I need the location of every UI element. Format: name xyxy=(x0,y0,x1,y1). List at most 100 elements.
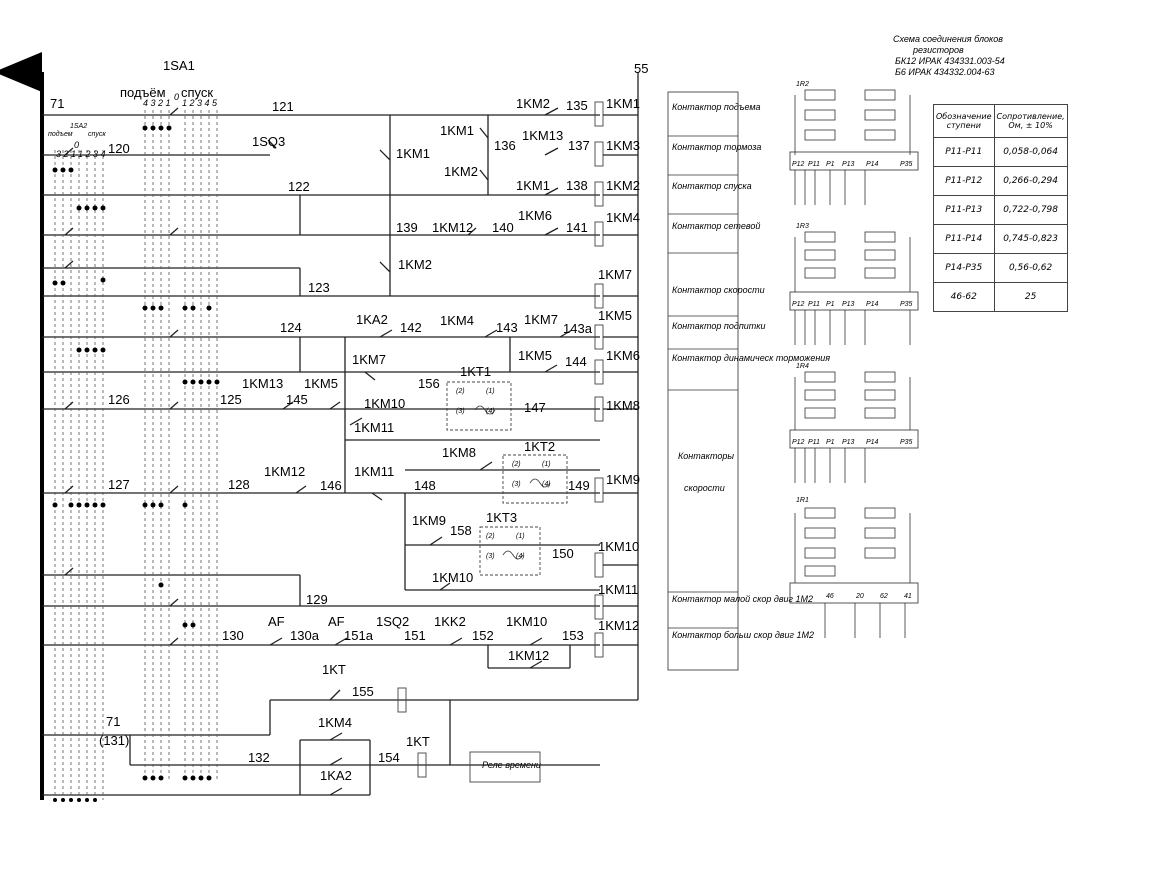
timer-terminal-labels: (2) (1) (3) (4) (2) (1) (3) (4) (2) (1) … xyxy=(456,388,551,560)
selector-dots xyxy=(52,125,220,802)
table-header-row: Обозначение ступени Сопротивление, Ом, ±… xyxy=(933,104,1068,138)
label-1km1-c2: 1KM1 xyxy=(440,123,474,138)
svg-text:46: 46 xyxy=(826,593,834,600)
node-151: 151 xyxy=(404,628,426,643)
descriptions: Контактор подъема Контактор тормоза Конт… xyxy=(482,102,830,770)
desc-speed: скорости xyxy=(684,483,725,493)
svg-text:Р12: Р12 xyxy=(792,161,805,168)
node-126: 126 xyxy=(108,392,130,407)
label-1kt-c2: 1KT xyxy=(406,734,430,749)
sa1-down-label: спуск xyxy=(181,85,213,100)
label-1km13-c2: 1KM13 xyxy=(242,376,283,391)
node-labels: 71 55 120 121 122 123 124 126 127 128 12… xyxy=(50,61,648,765)
label-af-2: AF xyxy=(328,614,345,629)
label-1km7-c2: 1KM7 xyxy=(352,352,386,367)
label-1kt1: 1KT1 xyxy=(460,364,491,379)
node-139: 139 xyxy=(396,220,418,235)
node-136: 136 xyxy=(494,138,516,153)
coil-label-1km5: 1KM5 xyxy=(598,308,632,323)
svg-text:(1): (1) xyxy=(486,388,495,395)
node-137: 137 xyxy=(568,138,590,153)
sa1-right-digits: 1 2 3 4 5 xyxy=(182,98,218,108)
svg-text:Р1: Р1 xyxy=(826,439,835,446)
desc-high-speed-contactor: Контактор больш скор двиг 1М2 xyxy=(672,630,814,640)
node-55: 55 xyxy=(634,61,648,76)
component-labels: 1SQ3 1SQ2 1KM1 1KM1 1KM1 1KM2 1KM2 1KM2 … xyxy=(242,96,563,783)
sa2-up-label: подъем xyxy=(48,130,73,138)
coil-label-1km9: 1KM9 xyxy=(606,472,640,487)
label-1ka2-c2: 1KA2 xyxy=(320,768,352,783)
svg-text:Р35: Р35 xyxy=(900,439,913,446)
resistance-table: Обозначение ступени Сопротивление, Ом, ±… xyxy=(933,104,1068,312)
node-71-top: 71 xyxy=(50,96,64,111)
resistor-title: Схема соединения блоков резисторов БК12 … xyxy=(893,34,1005,77)
sa2-right-digits: 1 2 3 4 xyxy=(78,149,106,159)
node-142: 142 xyxy=(400,320,422,335)
sa2-label: 1SA2 xyxy=(70,123,87,130)
desc-feed-contactor: Контактор подпитки xyxy=(672,321,766,331)
label-1km10-c3: 1KM10 xyxy=(506,614,547,629)
node-153: 153 xyxy=(562,628,584,643)
table-row: Р11-Р14 0,745-0,823 xyxy=(933,224,1068,254)
label-1km10-c2: 1KM10 xyxy=(432,570,473,585)
sa2-zero: 0 xyxy=(74,140,79,150)
svg-text:(3): (3) xyxy=(512,481,521,488)
svg-text:(4): (4) xyxy=(516,553,525,560)
label-1km9-c1: 1KM9 xyxy=(412,513,446,528)
rungs xyxy=(42,114,638,796)
header-resistance: Сопротивление, Ом, ± 10% xyxy=(993,104,1068,138)
svg-text:Р35: Р35 xyxy=(900,301,913,308)
node-151a: 151a xyxy=(344,628,374,643)
svg-text:Р13: Р13 xyxy=(842,161,855,168)
timer-relays xyxy=(446,381,568,576)
node-154: 154 xyxy=(378,750,400,765)
header-step: Обозначение ступени xyxy=(933,104,995,138)
table-row: 46-62 25 xyxy=(933,282,1068,312)
svg-text:(2): (2) xyxy=(486,533,495,540)
node-128: 128 xyxy=(228,477,250,492)
sa2-left-digits: 3 2 1 xyxy=(56,149,76,159)
node-149: 149 xyxy=(568,478,590,493)
svg-text:(3): (3) xyxy=(486,553,495,560)
label-1kt2: 1KT2 xyxy=(524,439,555,454)
sa1-left-digits: 4 3 2 1 xyxy=(143,98,171,108)
sa2-down-label: спуск xyxy=(88,131,106,138)
label-1km4-c1: 1KM4 xyxy=(440,313,474,328)
label-1km4-c2: 1KM4 xyxy=(318,715,352,730)
table-row: Р14-Р35 0,56-0,62 xyxy=(933,253,1068,283)
node-152: 152 xyxy=(472,628,494,643)
table-row: Р11-Р13 0,722-0,798 xyxy=(933,195,1068,225)
svg-text:1R4: 1R4 xyxy=(796,363,809,370)
sa1-label: 1SA1 xyxy=(163,58,195,73)
svg-text:Р35: Р35 xyxy=(900,161,913,168)
desc-lower-contactor: Контактор спуска xyxy=(672,181,752,191)
coil-labels: 1KM1 1KM3 1KM2 1KM4 1KM7 1KM5 1KM6 1KM8 … xyxy=(598,96,640,633)
label-1kt-c1: 1KT xyxy=(322,662,346,677)
label-af-1: AF xyxy=(268,614,285,629)
svg-text:1R3: 1R3 xyxy=(796,223,809,230)
node-144: 144 xyxy=(565,354,587,369)
svg-text:1R2: 1R2 xyxy=(796,81,809,88)
label-1km11-c2: 1KM11 xyxy=(354,464,394,479)
node-127: 127 xyxy=(108,477,130,492)
coil-label-1km3: 1KM3 xyxy=(606,138,640,153)
coil-label-1km6: 1KM6 xyxy=(606,348,640,363)
label-1kt3: 1KT3 xyxy=(486,510,517,525)
node-129: 129 xyxy=(306,592,328,607)
table-row: Р11-Р12 0,266-0,294 xyxy=(933,166,1068,196)
node-155: 155 xyxy=(352,684,374,699)
coil-label-1km2: 1KM2 xyxy=(606,178,640,193)
label-1ka2-c1: 1KA2 xyxy=(356,312,388,327)
coil-label-1km8: 1KM8 xyxy=(606,398,640,413)
sa1-zero: 0 xyxy=(174,92,179,102)
coil-label-1km12: 1KM12 xyxy=(598,618,639,633)
node-130: 130 xyxy=(222,628,244,643)
label-1km2-c2: 1KM2 xyxy=(444,164,478,179)
svg-text:(4): (4) xyxy=(542,481,551,488)
svg-text:20: 20 xyxy=(855,593,864,600)
label-1km10-c1: 1KM10 xyxy=(364,396,405,411)
selector-columns xyxy=(54,110,218,800)
svg-text:Б6 ИРАК 434332.004-63: Б6 ИРАК 434332.004-63 xyxy=(895,67,994,77)
label-1km8-c1: 1KM8 xyxy=(442,445,476,460)
